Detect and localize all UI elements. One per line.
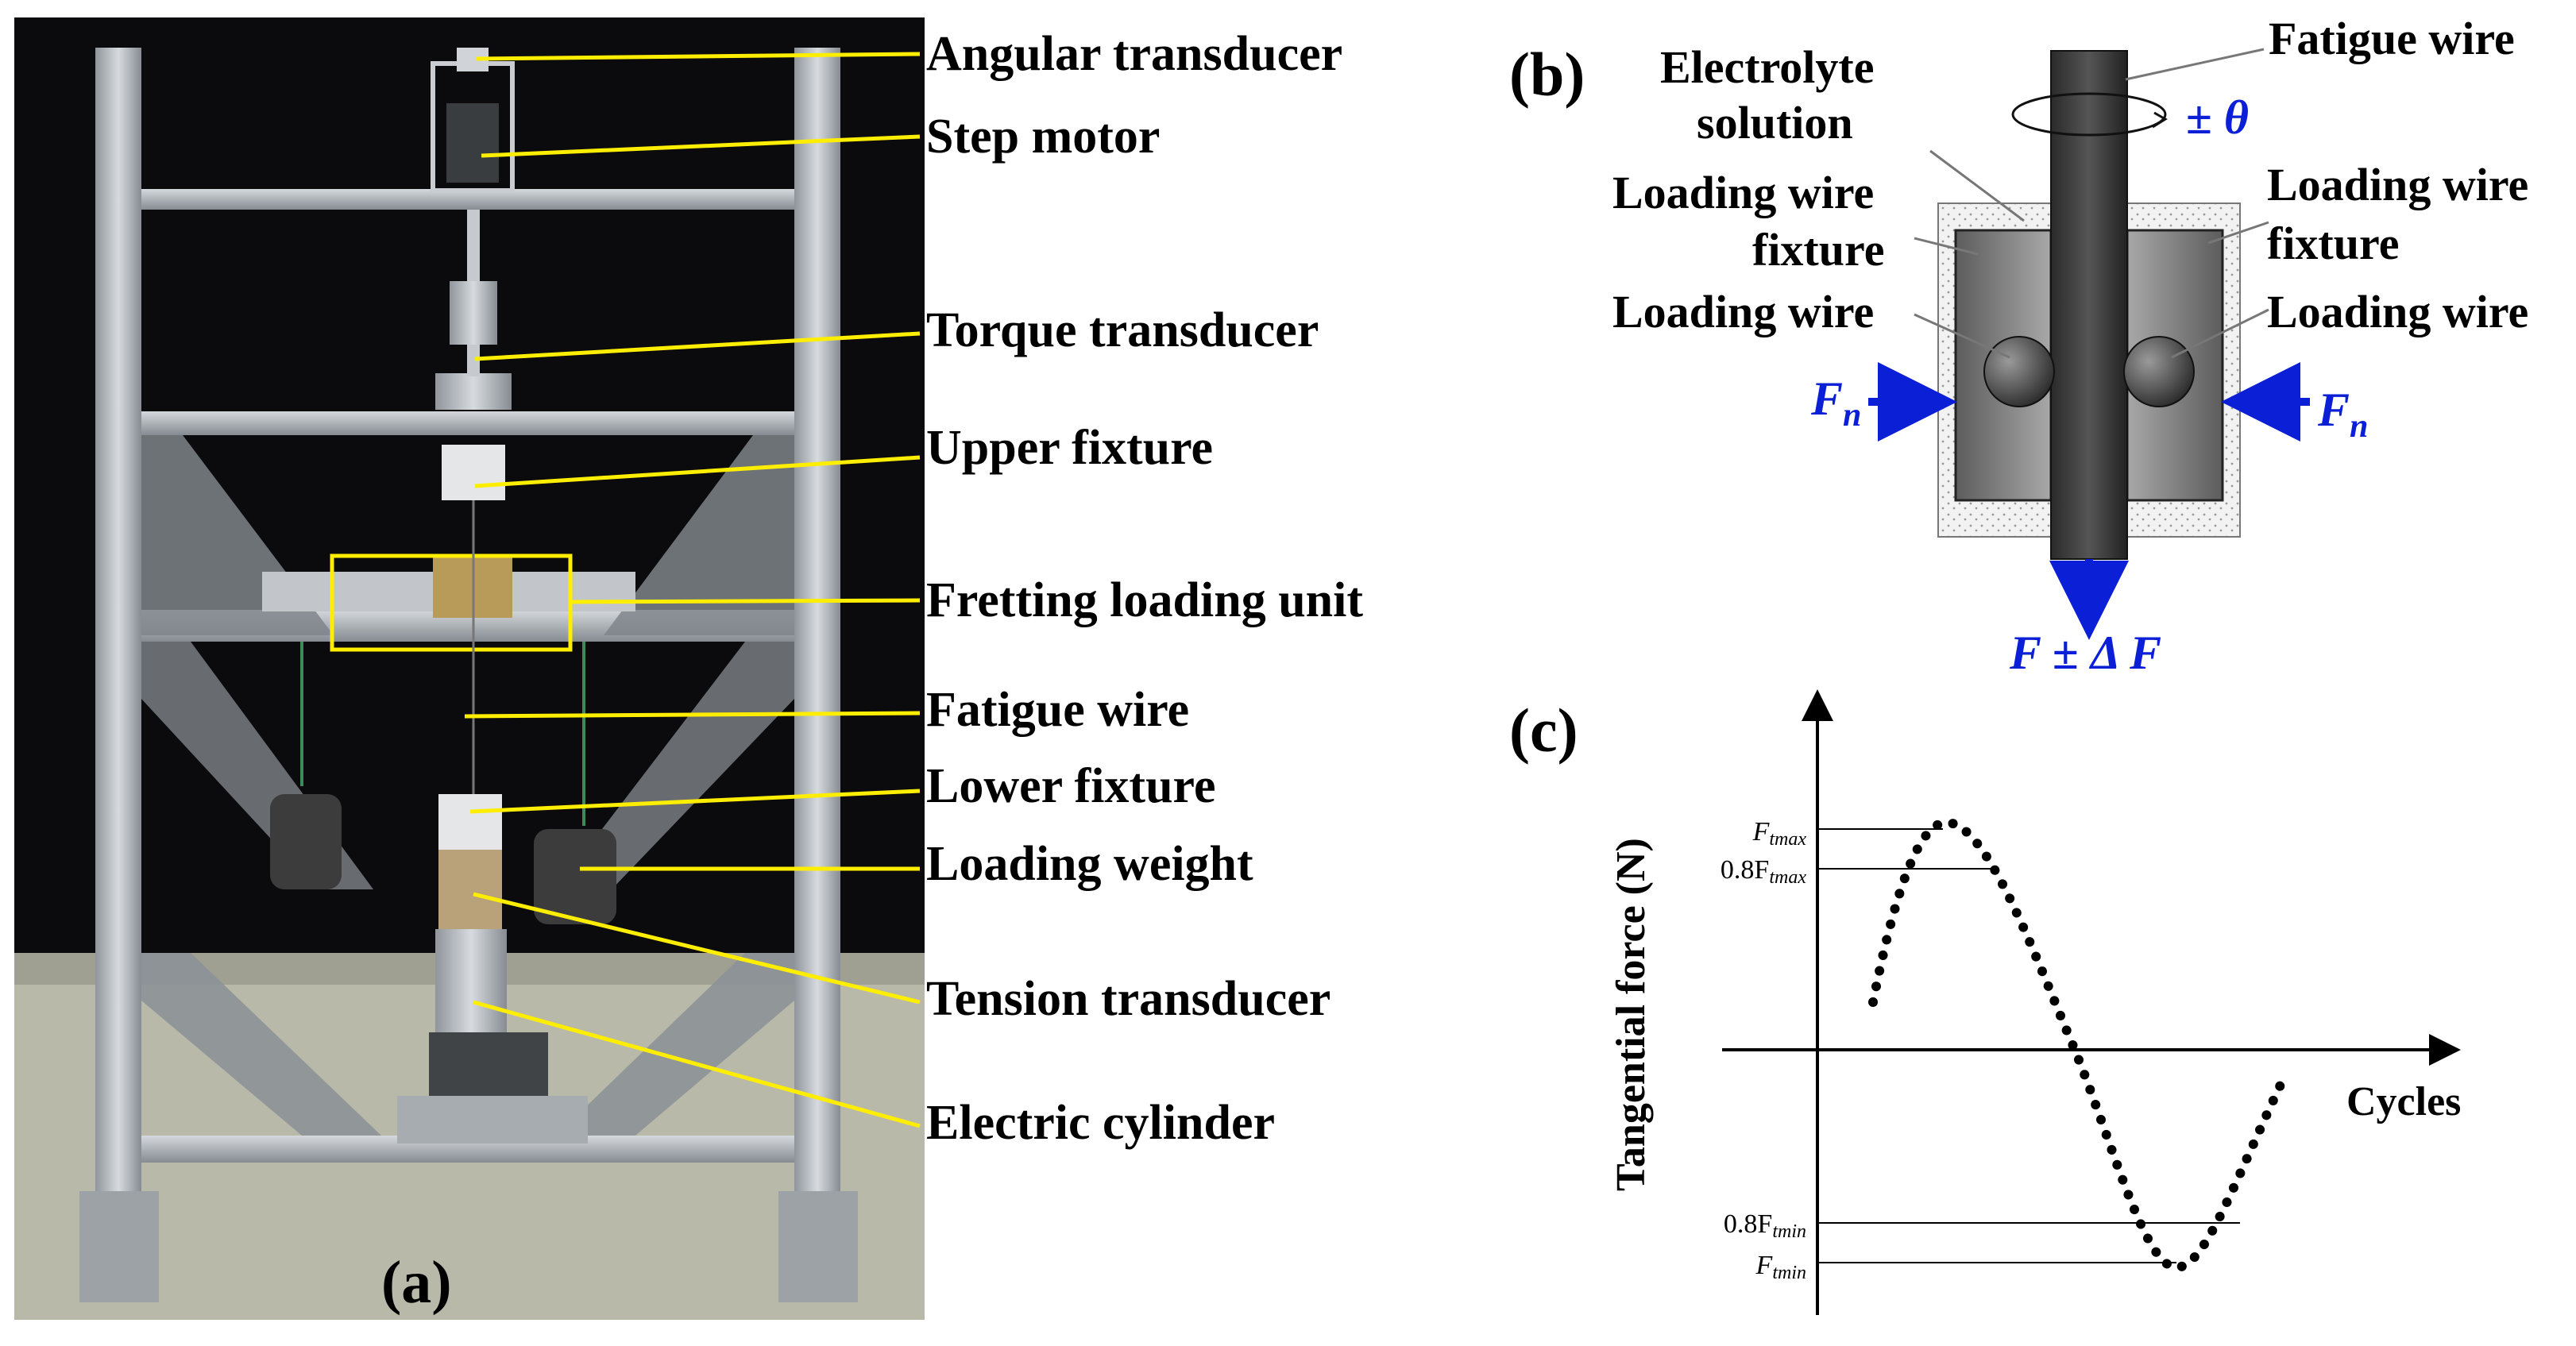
brace-bottom-left: [141, 953, 381, 1136]
label-fretting-loading-unit: Fretting loading unit: [926, 573, 1363, 627]
leader-step-motor: [481, 134, 921, 158]
brace-lower-right: [556, 642, 794, 889]
central-column: [262, 48, 635, 1144]
label-torque-transducer: Torque transducer: [926, 303, 1319, 357]
label-b-left-fixture-1: Loading wire: [1612, 167, 1874, 218]
left-weight-stack: [270, 794, 342, 889]
tangential-force-curve: [1868, 817, 2286, 1273]
panel-a-letter: (a): [381, 1249, 452, 1316]
torque-transducer-body: [450, 281, 497, 345]
middle-crossbar: [141, 411, 794, 435]
ref-label-08ftmax: 0.8Ftmax: [1721, 855, 1806, 888]
label-b-right-fixture-2: fixture: [2267, 218, 2399, 269]
brace-upper-right: [604, 435, 794, 635]
leader-left-fixture: [1914, 237, 1979, 256]
force-right-label: Fn: [2317, 384, 2368, 445]
right-weight-stack: [534, 829, 616, 924]
leader-torque-transducer: [474, 331, 921, 361]
left-upright: [95, 48, 141, 1271]
y-axis-label: Tangential force (N): [1609, 838, 1654, 1191]
label-b-fatigue-wire: Fatigue wire: [2269, 13, 2515, 64]
right-upright: [794, 48, 840, 1271]
force-right-subscript: n: [2350, 408, 2368, 445]
leader-fatigue-wire-b: [2125, 48, 2265, 81]
leader-right-fixture: [2207, 221, 2269, 245]
shaft-1: [467, 210, 480, 281]
reference-lines: [1817, 828, 2240, 1263]
label-b-left-fixture-2: fixture: [1752, 224, 1884, 276]
ref-label-08ftmin-main: 0.8F: [1724, 1209, 1772, 1239]
right-loading-wire: [2123, 336, 2195, 407]
upper-fixture-body: [442, 445, 505, 500]
label-lower-fixture: Lower fixture: [926, 759, 1215, 813]
force-right-symbol: F: [2317, 384, 2350, 436]
ref-label-ftmin-sub: tmin: [1772, 1263, 1806, 1283]
label-loading-weight: Loading weight: [926, 837, 1253, 891]
label-fatigue-wire: Fatigue wire: [926, 683, 1189, 737]
panel-b: (b) ± θ Fatigue wire Electrolyte solutio…: [1509, 13, 2528, 679]
leader-left-wire: [1914, 313, 2010, 359]
label-b-electrolyte-1: Electrolyte: [1660, 41, 1874, 93]
force-left-label: Fn: [1810, 372, 1861, 434]
label-electric-cylinder: Electric cylinder: [926, 1096, 1275, 1150]
label-tension-transducer: Tension transducer: [926, 972, 1330, 1026]
leader-lines: [464, 52, 921, 1128]
ref-label-08ftmin-sub: tmin: [1772, 1221, 1806, 1242]
shaft-2: [467, 345, 480, 376]
ref-label-ftmax-sub: tmax: [1769, 829, 1806, 850]
axial-force-label: F ± Δ F: [2009, 627, 2161, 679]
panel-a: (a) Angular transducer Step motor Torque…: [14, 17, 1363, 1320]
step-motor-body: [446, 103, 499, 183]
label-upper-fixture: Upper fixture: [926, 421, 1213, 475]
label-b-left-wire: Loading wire: [1612, 286, 1874, 337]
ref-label-08ftmax-main: 0.8F: [1721, 855, 1769, 885]
brace-bottom-right: [556, 953, 794, 1136]
ref-label-08ftmin: 0.8Ftmin: [1724, 1209, 1806, 1242]
leader-electrolyte: [1929, 149, 2025, 222]
leader-upper-fixture: [474, 455, 921, 488]
panel-b-letter: (b): [1509, 40, 1585, 109]
ref-label-ftmax-main: F: [1752, 817, 1771, 847]
cylinder-motor: [429, 1032, 548, 1104]
left-loading-wire: [1983, 336, 2055, 407]
label-angular-transducer: Angular transducer: [926, 27, 1342, 81]
leader-fretting-loading-unit: [570, 598, 921, 604]
leader-tension-transducer: [473, 892, 921, 1005]
label-b-right-wire: Loading wire: [2267, 286, 2528, 337]
leader-angular-transducer: [476, 52, 921, 61]
left-foot: [79, 1191, 159, 1302]
right-foot: [778, 1191, 858, 1302]
ref-label-ftmin-main: F: [1755, 1251, 1774, 1280]
rotation-arrow: [2152, 111, 2168, 129]
lower-fixture-body: [438, 794, 502, 850]
panel-b-leaders: [1914, 48, 2269, 359]
ref-label-ftmin: Ftmin: [1755, 1251, 1806, 1283]
ref-label-ftmax: Ftmax: [1752, 817, 1807, 850]
angle-label: ± θ: [2186, 91, 2249, 144]
leader-electric-cylinder: [473, 1000, 921, 1128]
fatigue-wire-rod: [2050, 50, 2128, 560]
panel-a-labels: Angular transducer Step motor Torque tra…: [926, 27, 1363, 1150]
torque-flange: [435, 373, 512, 410]
panel-c: (c) Tangential force (N) Cycles Ftmax 0.…: [1509, 689, 2461, 1315]
label-b-electrolyte-2: solution: [1697, 97, 1853, 148]
rotation-indicator: [2011, 92, 2167, 137]
label-b-right-fixture-1: Loading wire: [2267, 159, 2528, 210]
ref-label-08ftmax-sub: tmax: [1769, 867, 1806, 888]
fretting-highlight-box: [330, 553, 573, 652]
leader-fatigue-wire: [464, 711, 921, 719]
force-left-subscript: n: [1843, 397, 1861, 434]
panel-c-letter: (c): [1509, 696, 1578, 765]
force-left-symbol: F: [1810, 372, 1843, 425]
leader-lower-fixture: [469, 789, 921, 814]
label-step-motor: Step motor: [926, 110, 1160, 164]
cylinder-base: [397, 1096, 588, 1144]
x-axis-label: Cycles: [2346, 1079, 2461, 1124]
leader-right-wire: [2171, 308, 2269, 359]
tension-transducer-body: [438, 850, 502, 929]
